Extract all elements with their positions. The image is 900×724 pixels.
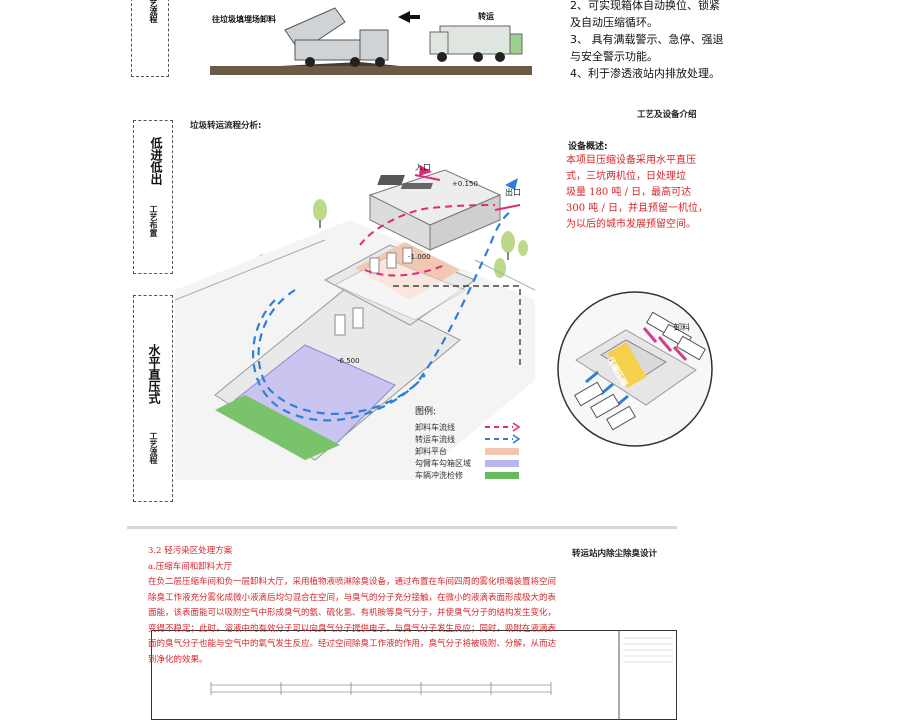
feature-line: 及自动压缩循环。: [570, 16, 658, 29]
transfer-station-axonometric: 入口 出口 +0.150 -1.000 -6.500: [174, 150, 536, 485]
deodorization-text: 3.2 轻污染区处理方案 a.压缩车间和卸料大厅 在负二层压缩车间和负一层卸料大…: [148, 544, 588, 668]
legend-swatches: [485, 422, 521, 479]
deodorization-heading: 3.2 轻污染区处理方案: [148, 546, 233, 556]
bottom-right-title: 转运站内除尘除臭设计: [572, 549, 658, 559]
drawing-sheet: [151, 630, 677, 720]
feature-list: 2、可实现箱体自动换位、锁紧 及自动压缩循环。 3、 具有满载警示、急停、强退 …: [570, 0, 740, 82]
flow-label-title: 水平直压式: [147, 344, 161, 404]
layout-label-sub: 工艺布置: [149, 205, 158, 237]
section-title: 工艺及设备介绍: [637, 110, 697, 120]
overview-text: 本项目压缩设备采用水平直压 式，三坑两机位，日处理垃 圾量 180 吨 / 日，…: [566, 155, 708, 230]
flow-label-box: 水平直压式 工艺流程: [133, 295, 173, 502]
section-divider: [127, 526, 677, 529]
entry-label: 入口: [415, 163, 431, 172]
arrow-left-icon: [398, 11, 410, 23]
legend-item: 车辆冲洗检修: [415, 471, 463, 480]
layout-label-title: 低进低出: [149, 137, 163, 185]
legend: 图例: 卸料车流线 转运车流线 卸料平台 勾臂车勾箱区域 车辆冲洗检修: [415, 404, 535, 484]
overview-label: 设备概述:: [568, 142, 608, 152]
feature-line: 与安全警示功能。: [570, 50, 658, 63]
legend-item: 转运车流线: [415, 435, 455, 444]
exit-label: 出口: [505, 187, 521, 197]
feature-line: 3、 具有满载警示、急停、强退: [570, 33, 724, 46]
elevation-low-label: -6.500: [337, 357, 360, 365]
detail-circle: 压缩压缩 卸料: [556, 290, 714, 448]
deodorization-subheading: a.压缩车间和卸料大厅: [148, 561, 233, 572]
detail-unload-label: 卸料: [674, 322, 690, 332]
entry-arrow-icon: [419, 165, 432, 176]
elevation-top-label: +0.150: [452, 180, 478, 188]
process-side-label: 艺流程: [149, 0, 158, 23]
feature-line: 2、可实现箱体自动换位、锁紧: [570, 0, 720, 12]
elevation-mid-label: -1.000: [408, 253, 431, 261]
truck-caption-left: 往垃圾填埋场卸料: [212, 14, 276, 24]
diagram-heading: 垃圾转运流程分析:: [190, 121, 262, 131]
feature-line: 4、利于渗透液站内排放处理。: [570, 67, 720, 80]
truck-illustration: 往垃圾填埋场卸料 转运: [210, 0, 532, 75]
legend-item: 卸料车流线: [415, 423, 455, 432]
flow-label-sub: 工艺流程: [149, 432, 158, 464]
legend-item: 卸料平台: [415, 447, 447, 456]
exit-arrow-icon: [505, 178, 518, 190]
legend-title: 图例:: [415, 407, 437, 417]
legend-item: 勾臂车勾箱区域: [415, 459, 471, 468]
process-side-box: 艺流程: [131, 0, 169, 77]
layout-label-box: 低进低出 工艺布置: [133, 120, 173, 274]
truck-caption-right: 转运: [478, 11, 494, 21]
